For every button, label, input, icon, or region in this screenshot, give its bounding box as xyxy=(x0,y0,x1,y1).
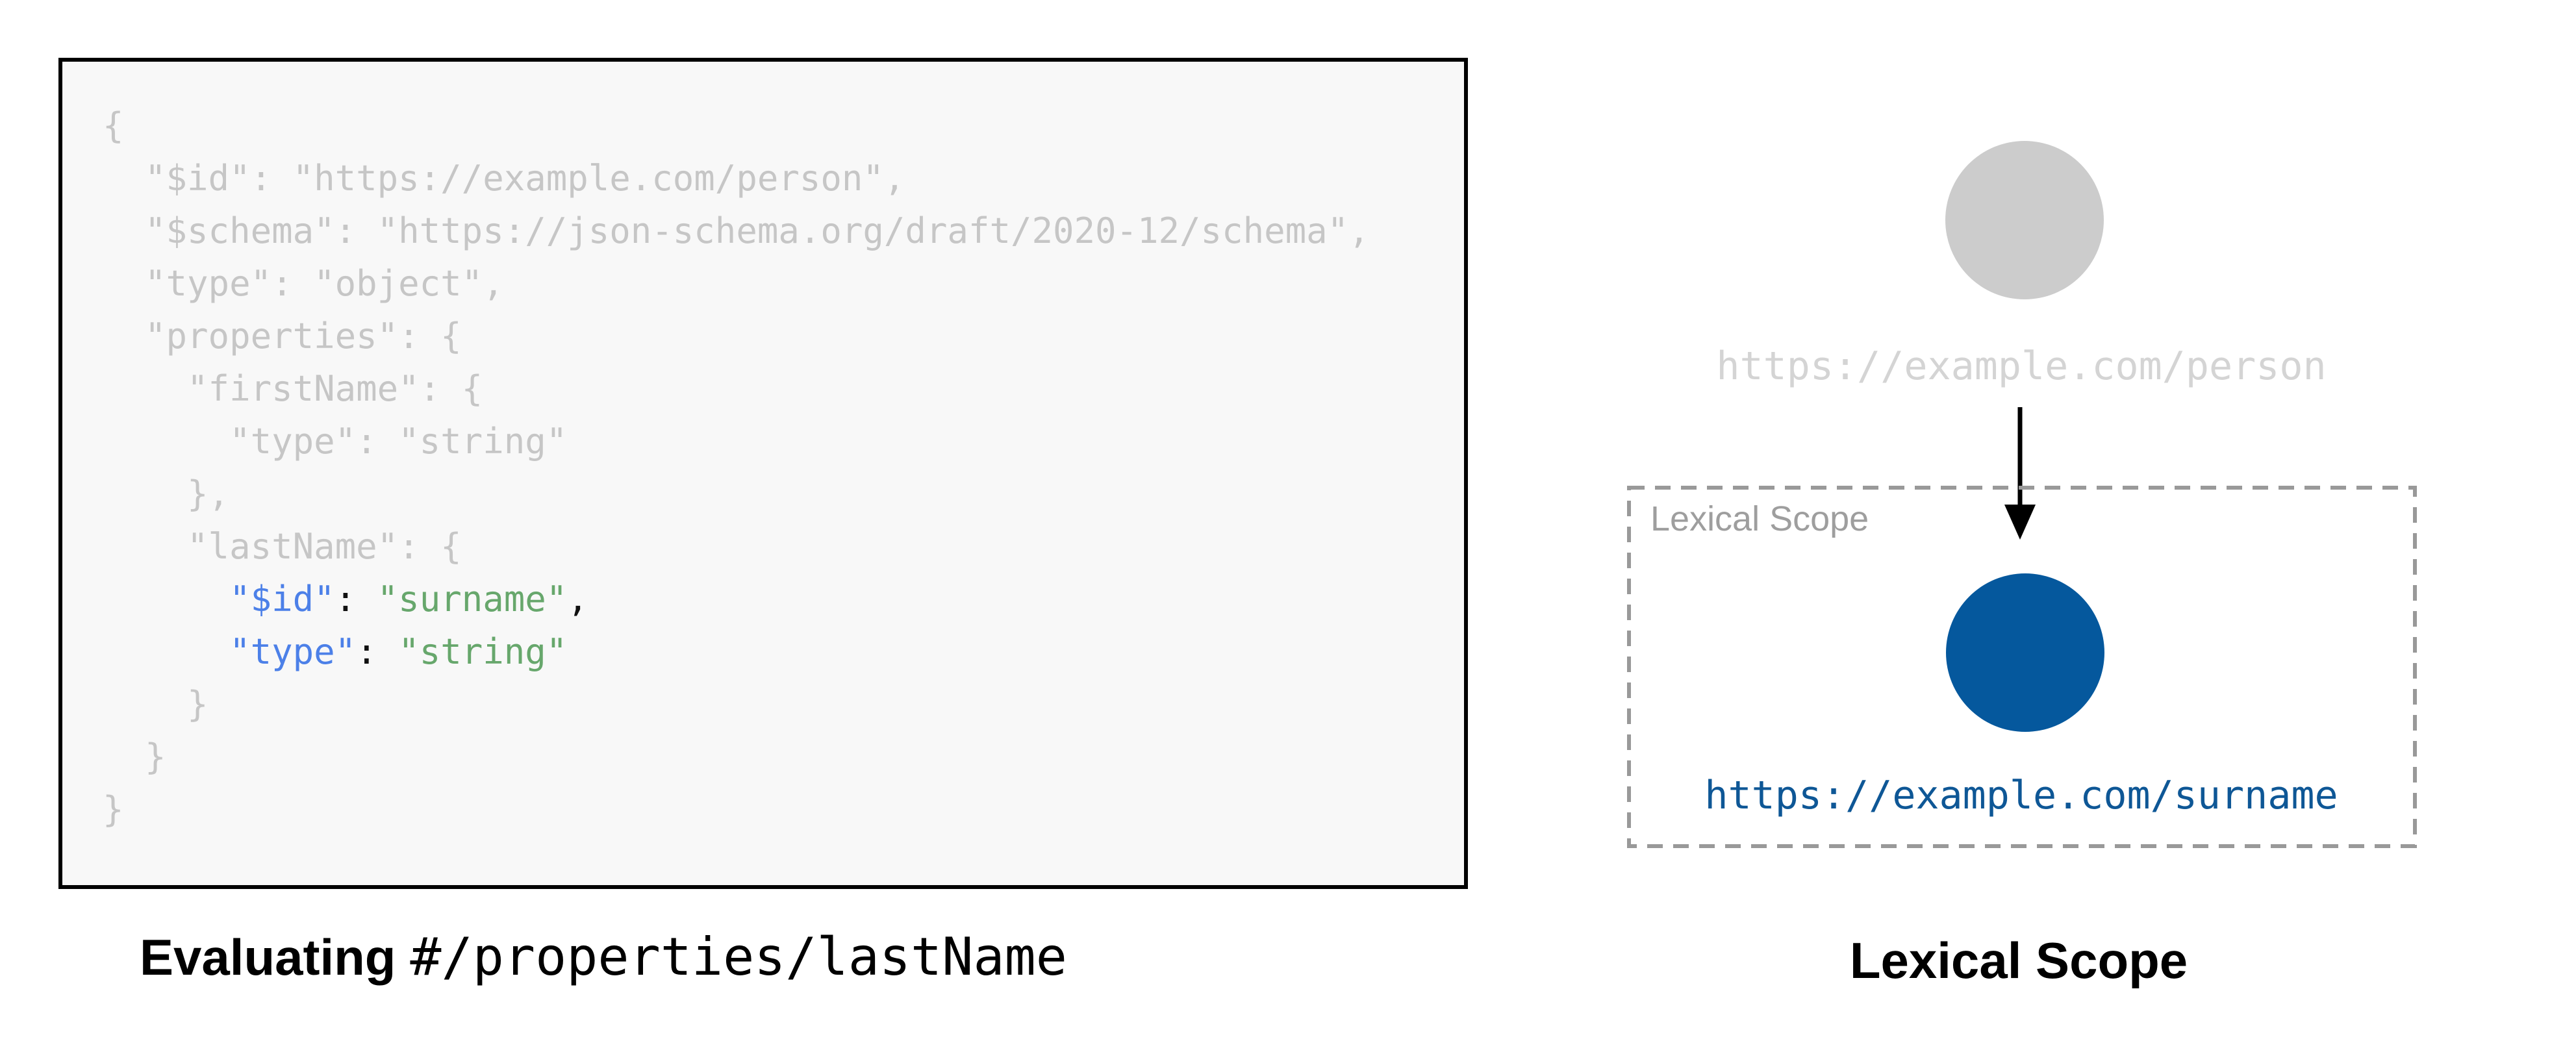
code-segment-muted: "lastName": { xyxy=(103,526,462,567)
code-line: "firstName": { xyxy=(103,362,1451,415)
code-segment-key: "type" xyxy=(229,631,357,672)
code-segment-muted: "$schema": "https://json-schema.org/draf… xyxy=(103,210,1370,251)
code-segment-muted: }, xyxy=(103,473,230,514)
parent-schema-node xyxy=(1945,141,2104,299)
code-segment-muted: } xyxy=(103,684,208,725)
code-segment-muted xyxy=(103,631,229,672)
code-segment-punct: , xyxy=(567,579,588,620)
code-line: "$schema": "https://json-schema.org/draf… xyxy=(103,205,1451,257)
code-line: }, xyxy=(103,468,1451,520)
code-line: "$id": "https://example.com/person", xyxy=(103,152,1451,205)
code-segment-punct: : xyxy=(335,579,377,620)
code-line: "type": "string" xyxy=(103,625,1451,678)
code-segment-str: "string" xyxy=(398,631,568,672)
code-segment-muted: "properties": { xyxy=(103,316,462,357)
down-arrow-icon xyxy=(2004,407,2036,540)
code-segment-muted: { xyxy=(103,105,124,146)
child-schema-node xyxy=(1946,573,2104,732)
schema-code-panel: { "$id": "https://example.com/person", "… xyxy=(58,58,1468,889)
code-line: } xyxy=(103,678,1451,731)
code-segment-str: "surname" xyxy=(377,579,568,620)
evaluating-caption-bold: Evaluating xyxy=(140,929,396,986)
code-line: "lastName": { xyxy=(103,520,1451,573)
code-segment-muted: "type": "string" xyxy=(103,421,568,462)
code-line: "properties": { xyxy=(103,310,1451,362)
code-segment-muted: "$id": "https://example.com/person", xyxy=(103,158,905,199)
code-segment-muted: "type": "object", xyxy=(103,263,504,304)
lexical-scope-box-title: Lexical Scope xyxy=(1650,499,1869,538)
code-line: "$id": "surname", xyxy=(103,573,1451,625)
lexical-scope-caption: Lexical Scope xyxy=(1849,932,2188,989)
code-segment-key: "$id" xyxy=(229,579,335,620)
code-segment-muted: } xyxy=(103,736,166,777)
code-segment-muted: } xyxy=(103,789,124,830)
code-segment-muted xyxy=(103,579,229,620)
code-line: { xyxy=(103,99,1451,152)
parent-node-label: https://example.com/person xyxy=(1716,344,2327,389)
code-line: "type": "string" xyxy=(103,415,1451,468)
code-segment-muted: "firstName": { xyxy=(103,368,483,409)
code-line: "type": "object", xyxy=(103,257,1451,310)
lexical-scope-box xyxy=(1627,486,2417,848)
evaluating-caption-pointer: #/properties/lastName xyxy=(410,927,1067,987)
schema-code: { "$id": "https://example.com/person", "… xyxy=(103,99,1451,836)
code-line: } xyxy=(103,731,1451,783)
child-node-label: https://example.com/surname xyxy=(1704,773,2338,818)
code-segment-punct: : xyxy=(356,631,399,672)
code-line: } xyxy=(103,783,1451,836)
evaluating-caption: Evaluating #/properties/lastName xyxy=(140,931,1067,983)
